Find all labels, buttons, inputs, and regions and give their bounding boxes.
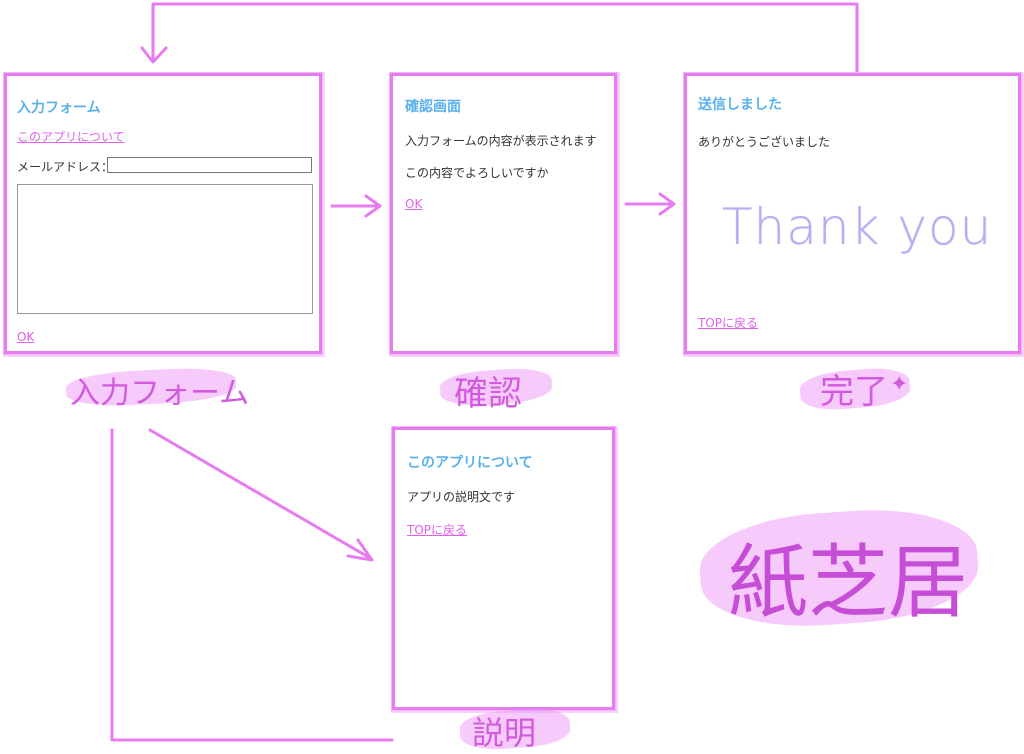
thank-you-image-text: Thank you bbox=[722, 198, 993, 256]
sparkle-icon: ✦ bbox=[890, 372, 909, 397]
email-label: メールアドレス： bbox=[17, 160, 114, 174]
confirm-text-1: 入力フォームの内容が表示されます bbox=[405, 134, 597, 148]
confirm-ok-link[interactable]: OK bbox=[405, 197, 423, 211]
about-label: 説明 bbox=[472, 714, 537, 752]
email-field[interactable] bbox=[107, 157, 312, 173]
about-screen: このアプリについて アプリの説明文です TOPに戻る bbox=[392, 427, 615, 710]
message-textarea[interactable] bbox=[17, 184, 313, 314]
input-ok-link[interactable]: OK bbox=[17, 330, 35, 344]
about-top-link[interactable]: TOPに戻る bbox=[407, 523, 468, 537]
arrow-input-to-about bbox=[148, 428, 372, 560]
about-title: このアプリについて bbox=[407, 455, 533, 471]
kamishibai-label: 紙芝居 bbox=[728, 536, 968, 629]
about-link[interactable]: このアプリについて bbox=[17, 130, 125, 144]
input-form-title: 入力フォーム bbox=[17, 100, 101, 116]
about-text: アプリの説明文です bbox=[407, 490, 516, 504]
confirm-title: 確認画面 bbox=[405, 99, 461, 115]
done-screen: 送信しました ありがとうございました TOPに戻る bbox=[684, 73, 1021, 354]
confirm-label: 確認 bbox=[454, 374, 522, 414]
loop-arrow bbox=[151, 2, 859, 74]
done-label: 完了 bbox=[820, 372, 888, 412]
about-return-line bbox=[110, 428, 394, 742]
confirm-text-2: この内容でよろしいですか bbox=[405, 166, 549, 180]
done-top-link[interactable]: TOPに戻る bbox=[698, 316, 759, 330]
input-form-screen: 入力フォーム このアプリについて メールアドレス： OK bbox=[4, 73, 322, 354]
done-title: 送信しました bbox=[698, 97, 782, 113]
done-text: ありがとうございました bbox=[698, 135, 831, 149]
confirm-screen: 確認画面 入力フォームの内容が表示されます この内容でよろしいですか OK bbox=[390, 73, 617, 354]
input-form-label: 入力フォーム bbox=[70, 376, 250, 411]
